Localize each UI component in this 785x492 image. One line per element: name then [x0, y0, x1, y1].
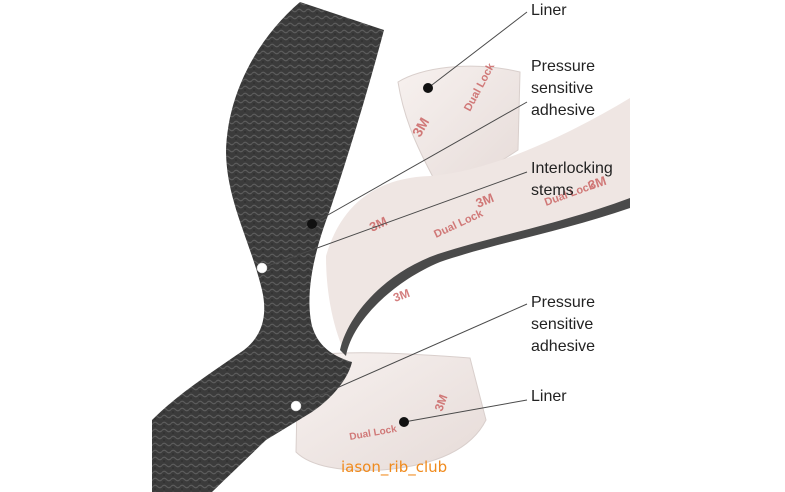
- print-logo: 3M: [474, 190, 496, 211]
- tape-backing-edge: [340, 198, 630, 356]
- callout-pressure-sensitive-adhesive-bottom: Pressure sensitive adhesive: [531, 294, 596, 355]
- print-logo: 3M: [391, 286, 411, 305]
- bottom-liner: [295, 352, 487, 471]
- interlocking-stems-strip: [152, 2, 384, 492]
- print-logo: 3M: [586, 173, 608, 193]
- curled-tape-strip: [326, 98, 630, 356]
- leader-line-liner-bottom: [403, 399, 528, 423]
- leader-line-psa-top: [311, 101, 528, 225]
- print-logo: 3M: [367, 213, 390, 234]
- leader-line-liner-top: [427, 11, 528, 89]
- pointer-dot-psa-bottom: [290, 400, 302, 412]
- pointer-dot-stems: [256, 262, 268, 274]
- leader-line-stems: [261, 171, 528, 269]
- callout-liner-bottom: Liner: [531, 388, 567, 405]
- top-liner: [397, 65, 521, 191]
- callout-interlocking-stems: Interlocking stems: [531, 160, 613, 199]
- print-logo: 3M: [432, 393, 451, 413]
- pointer-dot-liner-top: [423, 83, 433, 93]
- callout-pressure-sensitive-adhesive-top: Pressure sensitive adhesive: [531, 58, 596, 119]
- pointer-dot-liner-bottom: [399, 417, 409, 427]
- leader-line-psa-bottom: [295, 303, 528, 407]
- pointer-dot-psa-top: [307, 219, 317, 229]
- watermark-text: iason_rib_club: [341, 458, 448, 476]
- callout-liner-top: Liner: [531, 2, 567, 19]
